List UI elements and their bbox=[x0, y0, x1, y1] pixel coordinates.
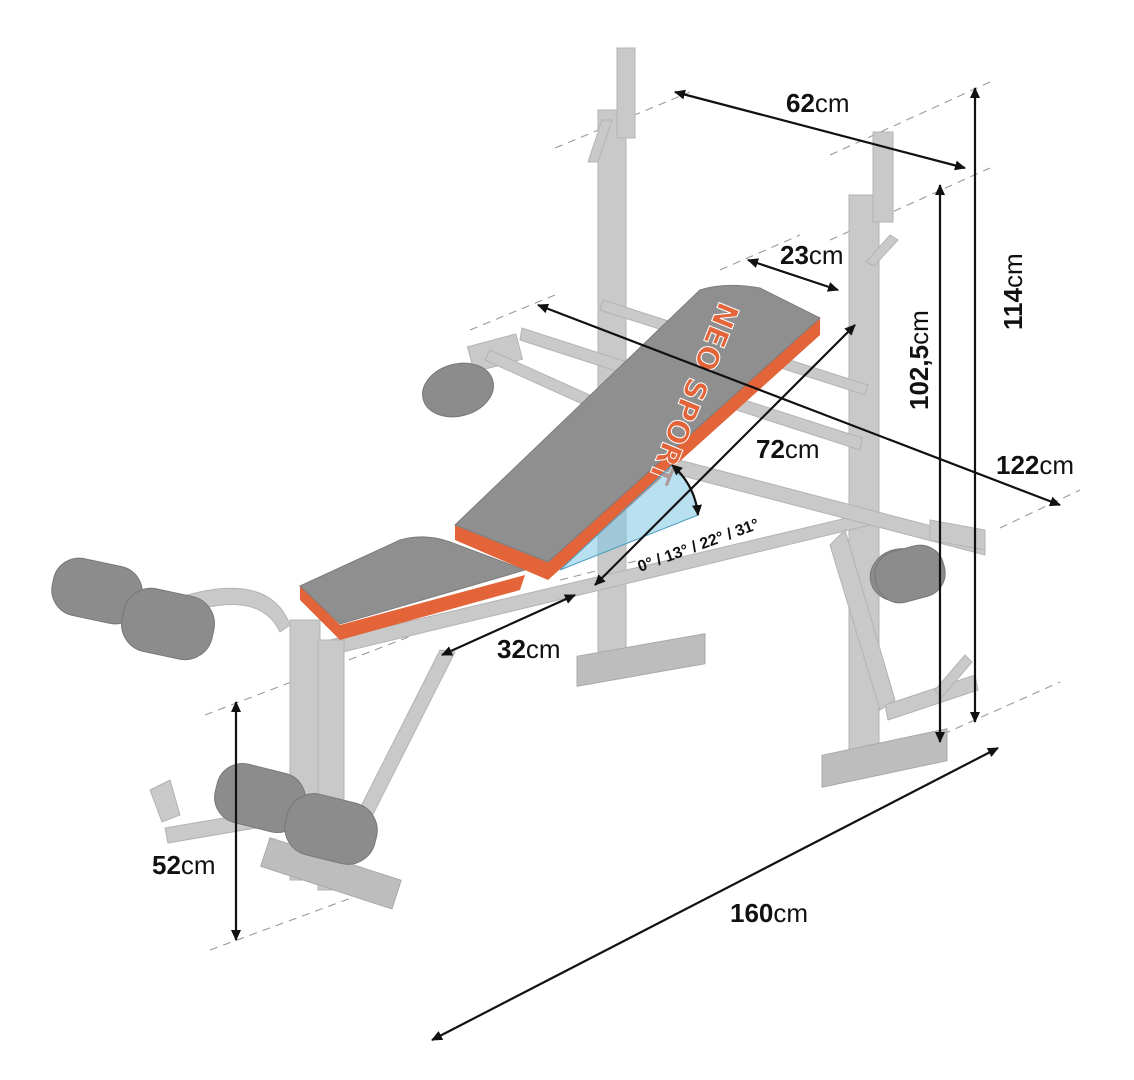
arrow-160cm bbox=[431, 747, 999, 1041]
arrow-122cm bbox=[537, 303, 1061, 507]
right-leg-developer bbox=[829, 519, 986, 721]
label-32cm: 32cm bbox=[497, 634, 561, 664]
label-62cm: 62cm bbox=[786, 88, 850, 118]
label-114cm: 114cm bbox=[998, 253, 1028, 330]
dimension-arrows bbox=[231, 87, 1061, 1041]
label-122cm: 122cm bbox=[996, 450, 1074, 480]
arrow-62cm bbox=[674, 89, 966, 171]
seat-pad bbox=[299, 536, 527, 640]
arrow-32cm bbox=[441, 593, 576, 657]
label-160cm: 160cm bbox=[730, 898, 808, 928]
arrow-23cm bbox=[747, 258, 839, 292]
dimension-labels: 62cm 23cm 114cm 102,5cm 72cm 122cm 32cm … bbox=[152, 88, 1074, 928]
label-102-5cm: 102,5cm bbox=[904, 310, 934, 410]
label-52cm: 52cm bbox=[152, 850, 216, 880]
label-23cm: 23cm bbox=[780, 240, 844, 270]
label-72cm: 72cm bbox=[756, 434, 820, 464]
